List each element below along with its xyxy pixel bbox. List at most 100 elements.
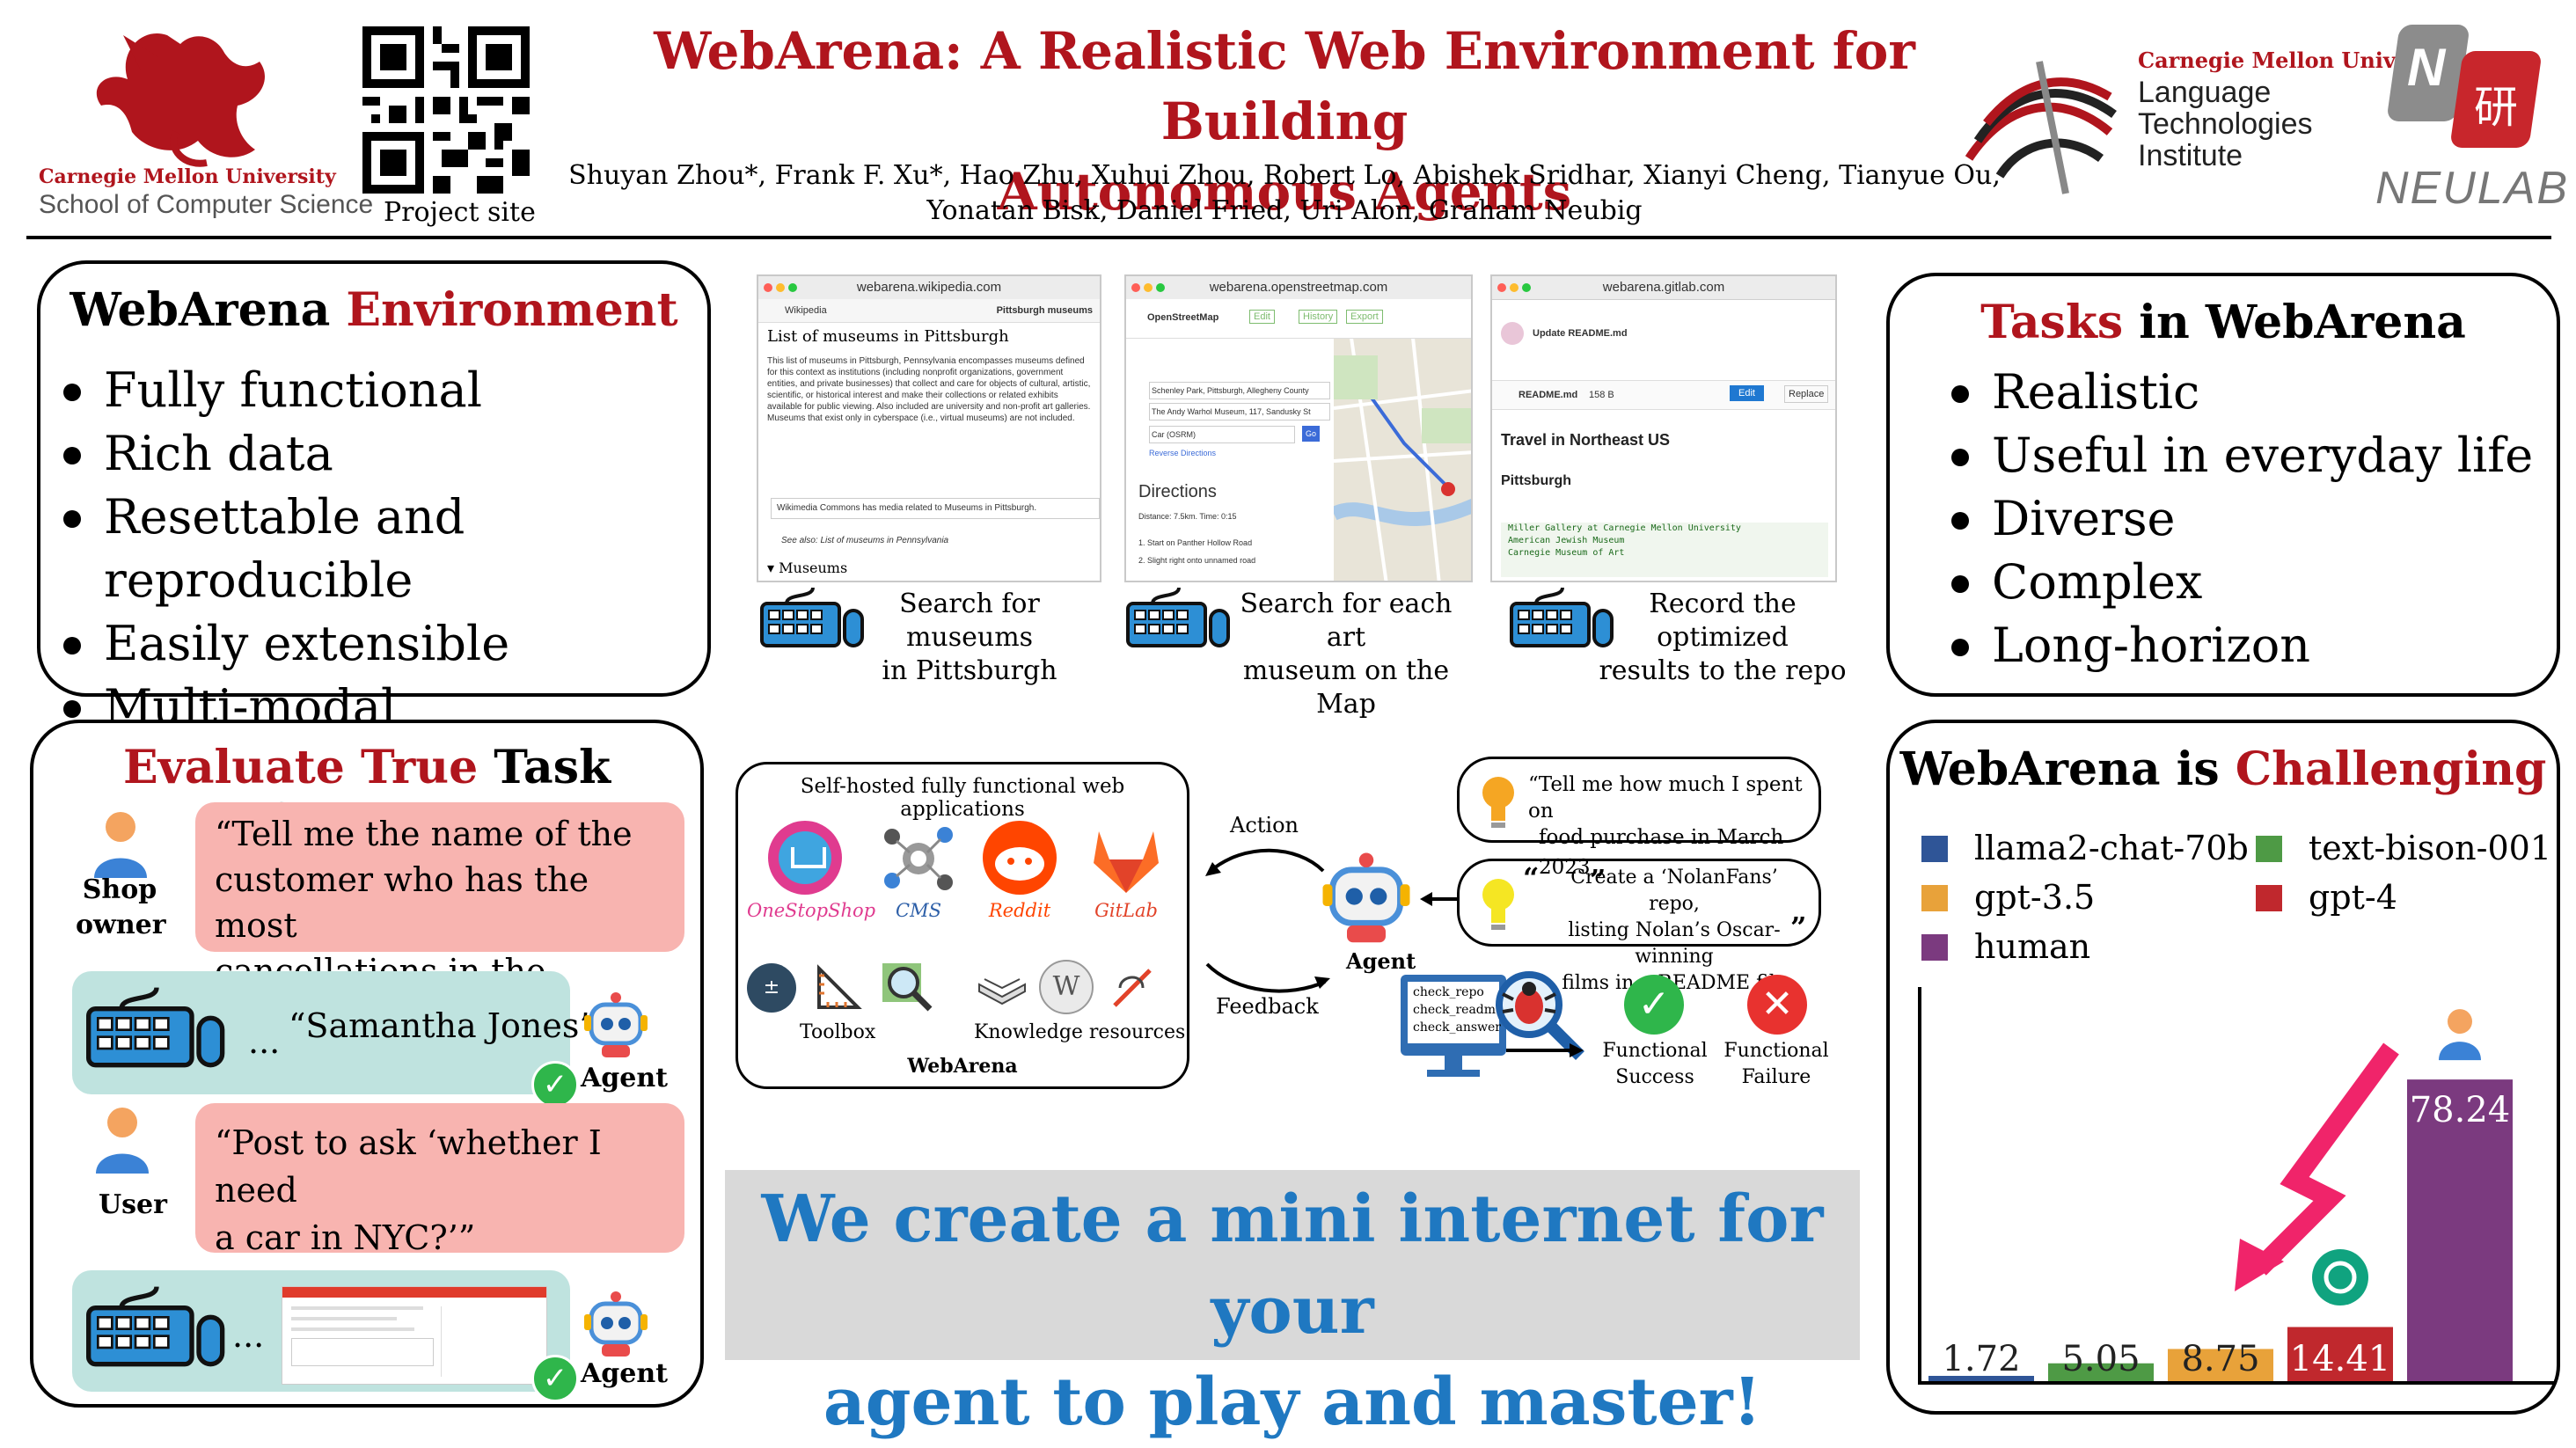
osm-reverse[interactable]: Reverse Directions: [1149, 449, 1217, 457]
environment-title-a: WebArena: [70, 283, 331, 337]
manual-icon[interactable]: [1108, 963, 1157, 1013]
book-icon[interactable]: [976, 967, 1028, 1011]
lightbulb-icon: [1482, 879, 1514, 930]
onestopshop-icon[interactable]: [768, 821, 842, 895]
legend-swatch: [1921, 836, 1948, 862]
osm-map[interactable]: [1330, 337, 1471, 581]
gitlab-commit[interactable]: Update README.md: [1533, 328, 1628, 339]
robot-icon: [584, 1291, 648, 1357]
wave-icon: [1965, 61, 2117, 194]
feedback-arrow: [1205, 962, 1330, 993]
window-titlebar: webarena.openstreetmap.com: [1126, 276, 1471, 300]
banner-line: agent to play and master!: [823, 1364, 1762, 1440]
app-label-cms: CMS: [896, 900, 941, 921]
caption-line: Record the optimized: [1649, 589, 1797, 653]
lti-logo: Carnegie Mellon University Language Tech…: [1951, 35, 2462, 211]
answer-text: “Samantha Jones”: [289, 1006, 596, 1045]
legend-swatch: [1921, 934, 1948, 961]
page-title: WebArena: A Realistic Web Environment fo…: [563, 16, 2006, 227]
ruler-icon[interactable]: [814, 963, 863, 1013]
wiki-seealso[interactable]: See also: List of museums in Pennsylvani…: [781, 536, 949, 545]
lti-line3: Institute: [2138, 139, 2243, 172]
tasks-title-b: in WebArena: [2139, 296, 2466, 349]
app-label-gitlab: GitLab: [1094, 900, 1158, 921]
gitlab-file[interactable]: README.md: [1519, 390, 1578, 400]
data-label: 14.41: [2290, 1339, 2391, 1379]
keyboard-mouse-icon: [86, 1285, 225, 1367]
cms-icon[interactable]: [879, 819, 958, 898]
keyboard-mouse-icon: [1126, 587, 1230, 647]
bar-human: [2407, 1079, 2513, 1383]
label-line: owner: [76, 910, 166, 940]
screen-caption: Search for each art museum on the Map: [1225, 588, 1467, 721]
bubble-line: customer who has the most: [215, 860, 589, 945]
intent-line-text: food purchase in March 2023: [1539, 826, 1784, 879]
openai-icon: [2312, 1249, 2368, 1305]
osm-to[interactable]: The Andy Warhol Museum, 117, Sandusky St: [1149, 403, 1330, 421]
intent-arrow: [1420, 892, 1459, 906]
label-line: Shop: [82, 874, 157, 905]
legend-swatch: [2256, 885, 2282, 911]
app-label-onestopshop: OneStopShop: [747, 900, 876, 921]
answer-dots: ...: [232, 1316, 265, 1355]
legend-swatch: [1921, 885, 1948, 911]
quote-mark: „: [1590, 847, 1606, 881]
url-text[interactable]: webarena.wikipedia.com: [856, 280, 1002, 295]
lightbulb-icon: [1482, 777, 1514, 828]
osm-edit-button[interactable]: Edit: [1249, 310, 1275, 324]
wikipedia-icon[interactable]: W: [1039, 960, 1094, 1014]
magnifier-map-icon[interactable]: [877, 958, 935, 1016]
app-label-reddit: Reddit: [988, 900, 1051, 921]
gitlab-edit-button[interactable]: Edit: [1730, 385, 1764, 401]
challenge-title: WebArena is Challenging: [1890, 742, 2557, 796]
wiki-search[interactable]: Pittsburgh museums: [996, 305, 1093, 316]
cmu-logo: Carnegie Mellon University School of Com…: [35, 18, 373, 229]
knowledge-label: Knowledge resources: [974, 1021, 1186, 1043]
gitlab-icon[interactable]: [1087, 819, 1166, 898]
wiki-tab[interactable]: Wikipedia: [785, 305, 827, 316]
legend-label: llama2-chat-70b: [1974, 829, 2249, 867]
quote-mark: ”: [1790, 910, 1807, 944]
wiki-commons[interactable]: Wikimedia Commons has media related to M…: [771, 498, 1100, 519]
osm-go-button[interactable]: Go: [1302, 426, 1321, 442]
window-titlebar: webarena.wikipedia.com: [758, 276, 1100, 300]
agent-label: Agent: [581, 1063, 669, 1093]
osm-export-button[interactable]: Export: [1346, 310, 1383, 324]
success-icon: ✓: [1624, 975, 1684, 1035]
screen-caption: Record the optimized results to the repo: [1596, 588, 1849, 688]
osm-brand[interactable]: OpenStreetMap: [1147, 312, 1219, 323]
challenge-title-a: WebArena is: [1899, 742, 2220, 796]
wikipedia-window: webarena.wikipedia.com Wikipedia Pittsbu…: [757, 274, 1101, 582]
success-label: Functional Success: [1596, 1038, 1714, 1091]
neulab-mark: N: [2407, 38, 2446, 97]
check-icon: ✓: [531, 1061, 579, 1108]
caption-line: museum on the Map: [1242, 655, 1450, 720]
decline-arrow-head: [2235, 1239, 2284, 1291]
wiki-section-label: Museums: [779, 559, 848, 576]
feedback-label: Feedback: [1216, 994, 1319, 1019]
intent1-text: “Tell me how much I spent on food purcha…: [1528, 772, 1819, 881]
reddit-icon[interactable]: [983, 821, 1057, 895]
osm-window: webarena.openstreetmap.com OpenStreetMap…: [1124, 274, 1473, 582]
monitor-stand: [1445, 1056, 1462, 1071]
url-text[interactable]: webarena.gitlab.com: [1602, 280, 1725, 295]
question-bubble: “Post to ask ‘whether I need a car in NY…: [195, 1103, 684, 1257]
gitlab-replace-button[interactable]: Replace: [1784, 385, 1829, 403]
osm-mode[interactable]: Car (OSRM): [1149, 426, 1295, 443]
qr-code[interactable]: Project site: [362, 26, 536, 228]
user-label: User: [99, 1189, 167, 1220]
qr-caption: Project site: [384, 197, 536, 228]
environment-list: Fully functional Rich data Resettable an…: [60, 359, 707, 739]
url-text[interactable]: webarena.openstreetmap.com: [1209, 280, 1388, 295]
action-label: Action: [1230, 813, 1299, 837]
osm-step2: 2. Slight right onto unnamed road: [1138, 556, 1256, 565]
bar-text-bison-001: [2048, 1363, 2154, 1383]
failure-icon: ✕: [1747, 975, 1807, 1035]
list-item: Rich data: [60, 422, 707, 486]
osm-history-button[interactable]: History: [1299, 310, 1338, 324]
intent-bubble: “ Create a ‘NolanFans’ repo, listing Nol…: [1457, 859, 1821, 994]
calculator-icon[interactable]: ±: [747, 963, 796, 1013]
check-item: check_repo: [1413, 985, 1484, 999]
osm-from[interactable]: Schenley Park, Pittsburgh, Allegheny Cou…: [1149, 382, 1330, 399]
